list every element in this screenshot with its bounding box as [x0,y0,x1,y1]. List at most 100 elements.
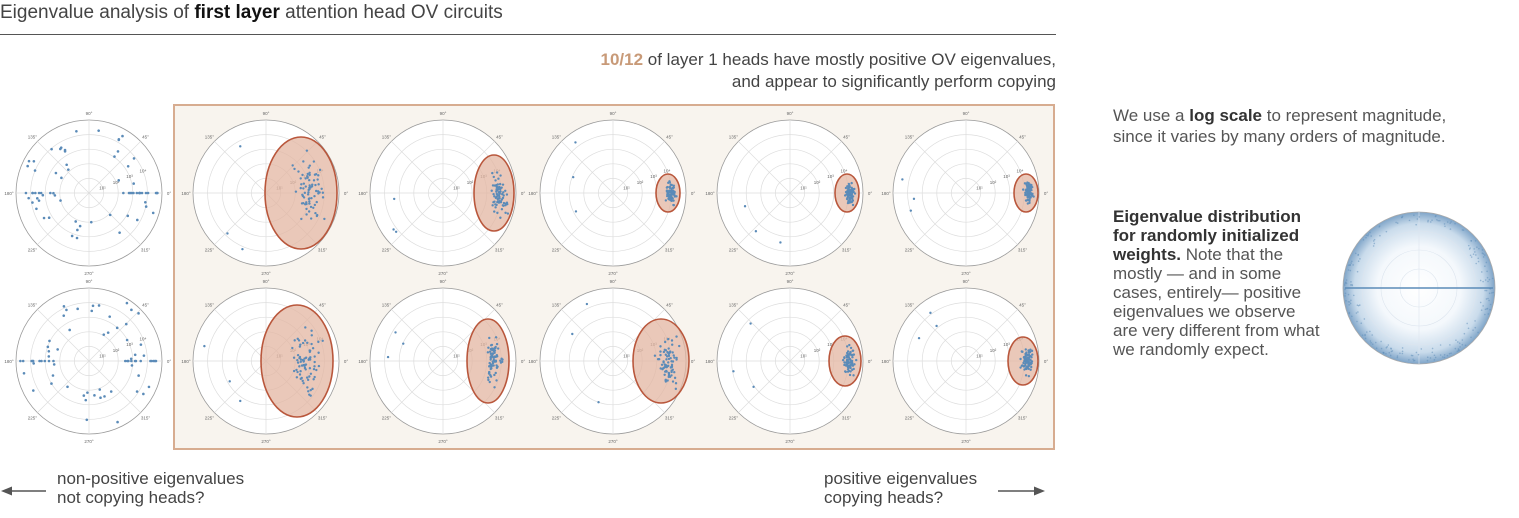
random-eigenvalue-point [1351,315,1353,318]
random-eigenvalue-point [1429,221,1432,223]
eigenvalue-point [673,370,676,374]
eigenvalue-point [664,349,668,352]
random-eigenvalue-point [1372,240,1375,242]
radial-tick-label: 10¹ [99,185,106,190]
random-eigenvalue-point [1484,289,1486,292]
eigenvalue-point [84,398,88,402]
eigenvalue-point [490,189,493,192]
random-eigenvalue-point [1356,270,1359,273]
title-divider [0,34,1056,35]
angular-gridline [37,141,90,194]
random-eigenvalue-point [1408,219,1411,222]
eigenvalue-point [493,347,496,350]
angular-gridline [738,141,791,194]
eigenvalue-point [851,203,855,207]
eigenvalue-point [493,373,496,377]
random-eigenvalue-point [1443,356,1446,359]
angle-tick-label: 180° [358,359,368,364]
eigenvalue-point [491,204,494,207]
eigenvalue-point [298,365,301,368]
eigenvalue-point [313,365,316,368]
angle-tick-label: 180° [528,359,538,364]
random-eigenvalue-point [1484,279,1487,281]
random-eigenvalue-point [1373,238,1376,241]
eigenvalue-point [294,190,298,193]
eigenvalue-point [103,395,106,398]
eigenvalue-point [668,185,672,189]
eigenvalue-point [1026,181,1029,184]
eigenvalue-point [52,363,56,366]
eigenvalue-point [316,190,320,193]
eigenvalue-point [1020,350,1023,353]
random-eigenvalue-point [1344,288,1346,291]
eigenvalue-point [671,190,675,194]
eigenvalue-point [308,200,311,203]
eigenvalue-point [499,216,502,219]
random-eigenvalue-point [1359,258,1361,260]
eigenvalue-point [317,183,320,186]
eigenvalue-point [308,173,311,177]
random-eigenvalue-point [1485,298,1488,300]
angular-gridline [37,360,90,413]
eigenvalue-point [669,191,673,194]
eigenvalue-point [308,164,312,167]
eigenvalue-point [1027,183,1030,187]
angle-tick-label: 180° [881,359,891,364]
random-eigenvalue-point [1467,244,1470,247]
eigenvalue-point [38,359,41,363]
random-eigenvalue-point [1355,312,1358,314]
eigenvalue-point [851,356,854,359]
angular-gridline [214,309,267,362]
eigenvalue-point [675,356,678,360]
angle-tick-label: 90° [86,111,93,116]
eigenvalue-point [139,343,143,346]
random-eigenvalue-point [1373,242,1376,245]
eigenvalue-point [1029,368,1032,371]
random-eigenvalue-point [1469,254,1472,257]
eigenvalue-point [144,191,148,195]
random-eigenvalue-point [1461,229,1464,231]
random-eigenvalue-point [1482,253,1485,255]
eigenvalue-point [844,370,847,374]
random-eigenvalue-point [1486,270,1488,273]
random-eigenvalue-point [1344,282,1346,285]
angle-tick-label: 225° [905,248,915,253]
angle-tick-label: 45° [142,302,149,307]
eigenvalue-point [585,302,589,306]
random-eigenvalue-point [1367,233,1370,235]
random-eigenvalue-point [1415,351,1418,354]
eigenvalue-point [853,363,856,366]
angle-tick-label: 90° [963,111,970,116]
title-prefix: Eigenvalue analysis of [0,2,195,23]
eigenvalue-point [489,348,493,351]
radial-tick-label: 10² [113,180,120,185]
angular-gridline [789,360,842,413]
eigenvalue-point [27,196,30,200]
eigenvalue-point [22,371,26,375]
angle-tick-label: 225° [28,416,38,421]
eigenvalue-point [653,354,657,357]
eigenvalue-point [666,379,669,382]
eigenvalue-point [123,359,127,363]
random-eigenvalue-point [1367,234,1369,237]
eigenvalue-point [310,329,313,332]
eigenvalue-point [89,220,93,224]
angular-gridline [214,360,267,413]
eigenvalue-point [304,185,307,188]
eigenvalue-point [1030,349,1034,353]
angular-gridline [789,309,842,362]
angle-tick-label: 90° [263,111,270,116]
random-eigenvalue-point [1474,320,1476,322]
random-eigenvalue-point [1457,348,1460,350]
angular-gridline [214,141,267,194]
eigenvalue-point [91,304,95,308]
angle-tick-label: 135° [729,134,739,139]
eigenvalue-point [300,217,303,221]
positive-note-line2: copying heads? [824,488,944,507]
eigenvalue-point [59,199,62,202]
eigenvalue-point [133,353,137,357]
eigenvalue-point [74,220,77,223]
angle-tick-label: 270° [261,271,271,276]
eigenvalue-point [506,212,510,215]
